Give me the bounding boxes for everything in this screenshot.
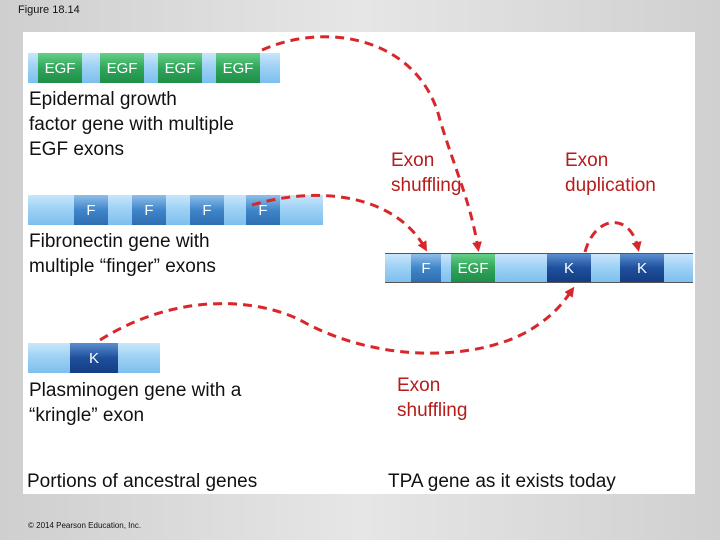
kringle-exon: K [547, 254, 591, 282]
exon-duplication-label: Exon duplication [565, 150, 656, 196]
exon-shuffling-label-bottom: Exon shuffling [397, 375, 468, 421]
fibronectin-gene-label: Fibronectin gene with multiple “finger” … [29, 231, 216, 277]
egf-exon: EGF [38, 53, 82, 83]
kringle-exon: K [620, 254, 664, 282]
egf-exon: EGF [451, 254, 495, 282]
arrow-duplication [583, 221, 642, 253]
finger-exon: F [411, 254, 441, 282]
arrow-egf-to-tpa [261, 35, 482, 252]
plasminogen-gene-label: Plasminogen gene with a “kringle” exon [29, 380, 242, 426]
egf-exon: EGF [100, 53, 144, 83]
caption-ancestral-genes: Portions of ancestral genes [27, 471, 258, 492]
egf-exon: EGF [216, 53, 260, 83]
figure-label: Figure 18.14 [18, 4, 80, 16]
finger-exon: F [132, 195, 166, 225]
plasminogen-gene-bar: K [28, 343, 160, 373]
copyright-notice: © 2014 Pearson Education, Inc. [28, 521, 142, 530]
finger-exon: F [190, 195, 224, 225]
finger-exon: F [74, 195, 108, 225]
exon-shuffling-label-top: Exon shuffling [391, 150, 462, 196]
arrow-finger-to-tpa [251, 193, 427, 252]
arrow-kringle-to-tpa [99, 286, 575, 355]
tpa-gene-bar: F EGF K K [385, 253, 693, 283]
egf-exon: EGF [158, 53, 202, 83]
egf-gene-label: Epidermal growth factor gene with multip… [29, 89, 234, 160]
egf-gene-bar: EGF EGF EGF EGF [28, 53, 280, 83]
caption-tpa-gene: TPA gene as it exists today [388, 471, 616, 492]
kringle-exon: K [70, 343, 118, 373]
